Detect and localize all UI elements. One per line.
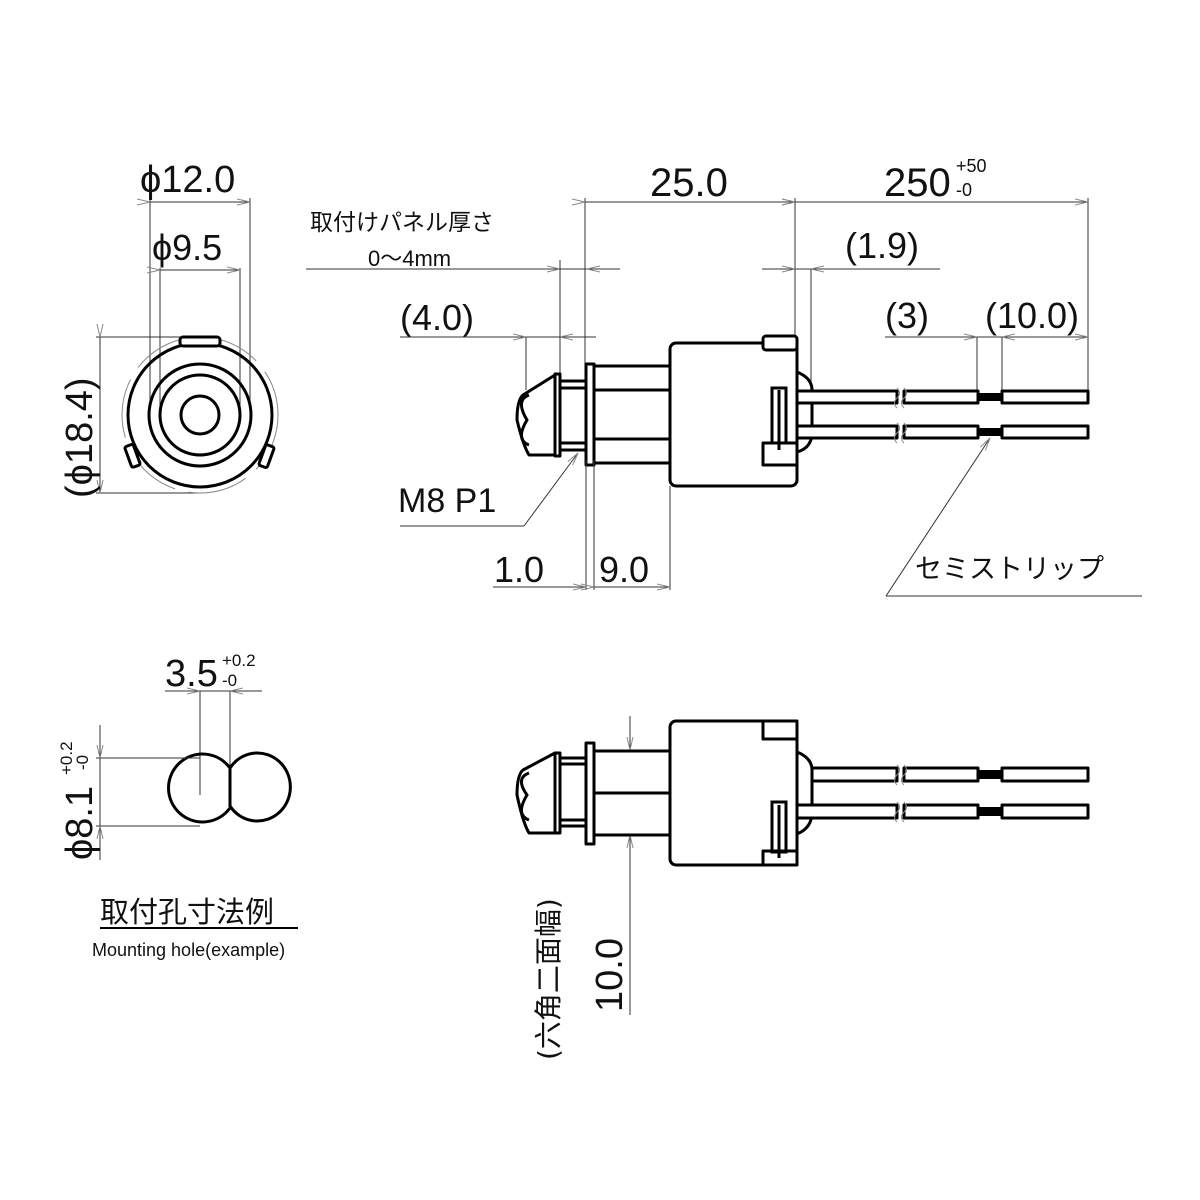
mounting-hole-view: 3.5 +0.2 -0 ϕ8.1 +0.2 -0 取付孔寸法例 Mounting… [57,651,298,960]
hole-dia-tol-plus: +0.2 [57,741,76,775]
hex-width-value: 10.0 [589,938,631,1012]
side-view: 取付けパネル厚さ 0～4mm (4.0) 25.0 250 +50 -0 (1.… [306,156,1142,597]
dim-strip-gap: (3) [885,295,929,336]
dim-body-dia: (ϕ18.4) [59,377,101,498]
dim-total-length: 25.0 [650,161,728,205]
dim-lead-length: 250 [884,161,951,205]
dim-lead-tol-minus: -0 [956,180,972,200]
front-view: ϕ12.0 ϕ9.5 (ϕ18.4) [59,159,279,498]
hole-width-tol-minus: -0 [222,671,237,690]
dim-outer-dia: ϕ12.0 [140,159,235,201]
mounting-hole-title: 取付孔寸法例 [100,895,274,929]
dim-inner-dia: ϕ9.5 [152,227,222,268]
dim-thread-length: 9.0 [599,549,649,590]
hole-dia: ϕ8.1 [59,786,101,860]
dim-lead-offset: (1.9) [845,225,919,266]
dim-strip-length: (10.0) [985,295,1079,336]
strip-callout: セミストリップ [915,554,1104,585]
hole-dia-tol-minus: -0 [73,755,92,770]
hex-width-label: (六角二面幅) [532,898,565,1060]
bottom-view: 10.0 (六角二面幅) [515,716,1090,1060]
hole-width: 3.5 [165,653,218,695]
dim-lens-protrusion: (4.0) [400,297,474,338]
thread-callout: M8 P1 [398,482,496,520]
dim-lead-tol-plus: +50 [956,156,987,176]
dim-flange: 1.0 [494,549,544,590]
mounting-hole-subtitle: Mounting hole(example) [92,940,285,960]
panel-thickness-label: 取付けパネル厚さ [310,210,494,236]
hole-width-tol-plus: +0.2 [222,651,256,670]
panel-thickness-range: 0～4mm [368,246,451,271]
